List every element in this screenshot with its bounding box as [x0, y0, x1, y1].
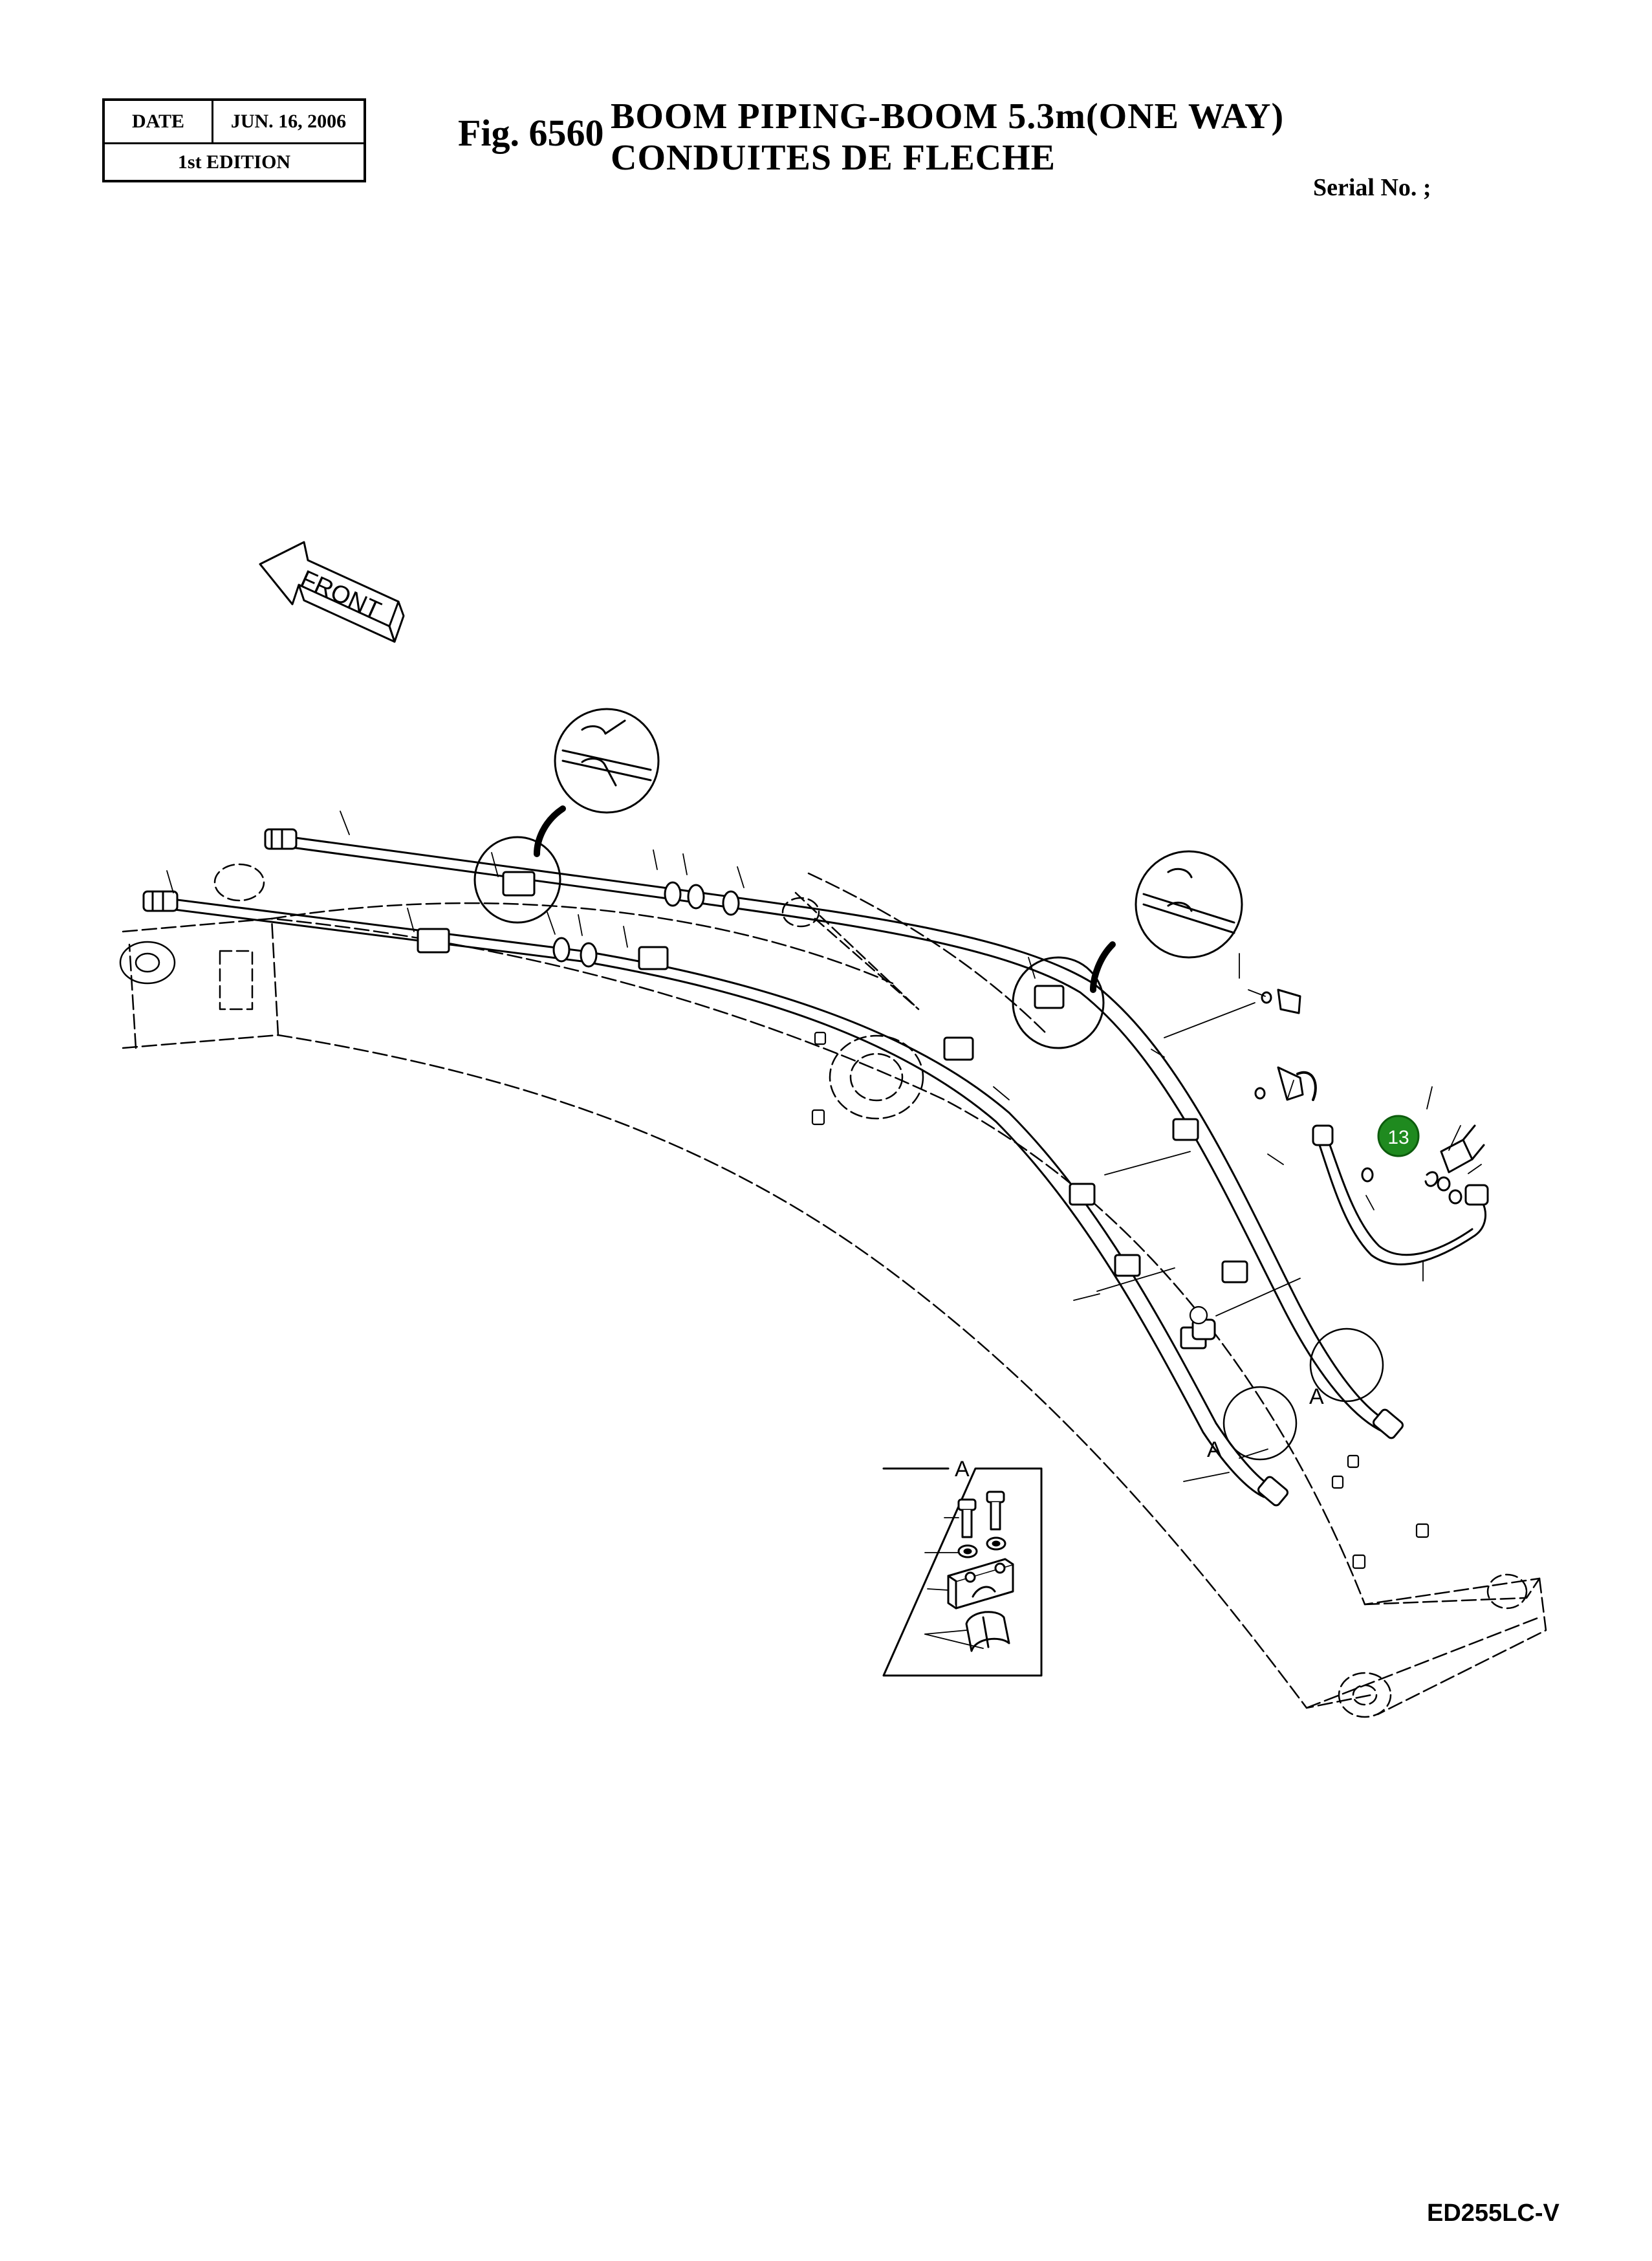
pipe-end-fitting-tip-lower [1257, 1476, 1289, 1507]
upper-pipe [270, 833, 1392, 1434]
leader-lines [166, 811, 1482, 1482]
boom-cylinder-boss [781, 891, 924, 1120]
callout-13-label: 13 [1387, 1127, 1409, 1148]
callout-13[interactable]: 13 [1377, 1115, 1420, 1157]
pipe-end-fitting-lower [142, 890, 179, 912]
pipe-end-fitting-tip-upper [1372, 1408, 1404, 1439]
date-label: DATE [105, 101, 213, 142]
detail-circle-a-1: A [1309, 1327, 1384, 1409]
detail-circle-1 [473, 708, 660, 924]
detail-ref-a-2: A [1207, 1437, 1222, 1462]
model-code: ED255LC-V [1427, 2200, 1560, 2227]
boom-body [122, 872, 1547, 1716]
title-french: CONDUITES DE FLECHE [611, 138, 1056, 178]
boom-foot-boss [119, 863, 265, 1010]
pipe-clamps [417, 871, 1248, 1349]
pipe-flanges [552, 881, 740, 968]
date-row: DATE JUN. 16, 2006 [105, 101, 364, 144]
boom-mounting-pads [811, 1031, 1429, 1569]
detail-circle-2 [1012, 850, 1243, 1049]
date-value: JUN. 16, 2006 [230, 111, 347, 132]
front-arrow-icon: FRONT [259, 541, 405, 643]
detail-circle-a-2: A [1207, 1386, 1298, 1462]
clamp-block-icon [947, 1558, 1014, 1610]
date-edition-box: DATE JUN. 16, 2006 1st EDITION [102, 98, 366, 182]
detail-ref-a-1: A [1309, 1384, 1324, 1409]
serial-number-label: Serial No. ; [1313, 174, 1431, 201]
pipe-end-fitting-upper [264, 828, 298, 850]
lower-pipe [151, 895, 1276, 1498]
hose-assembly [1254, 989, 1489, 1265]
detail-box-title: A [955, 1457, 970, 1481]
title-english: BOOM PIPING-BOOM 5.3m(ONE WAY) [611, 96, 1285, 137]
detail-a-leaders [924, 1517, 984, 1649]
bolt-icon [957, 1491, 1005, 1538]
edition-label: 1st EDITION [177, 151, 291, 173]
figure-number: Fig. 6560 [458, 112, 604, 154]
clamp-half-icon [965, 1611, 1010, 1652]
washer-icon [957, 1536, 1006, 1558]
detail-box-a: A [882, 1457, 1043, 1677]
boom-tip-boss [1338, 1573, 1528, 1718]
